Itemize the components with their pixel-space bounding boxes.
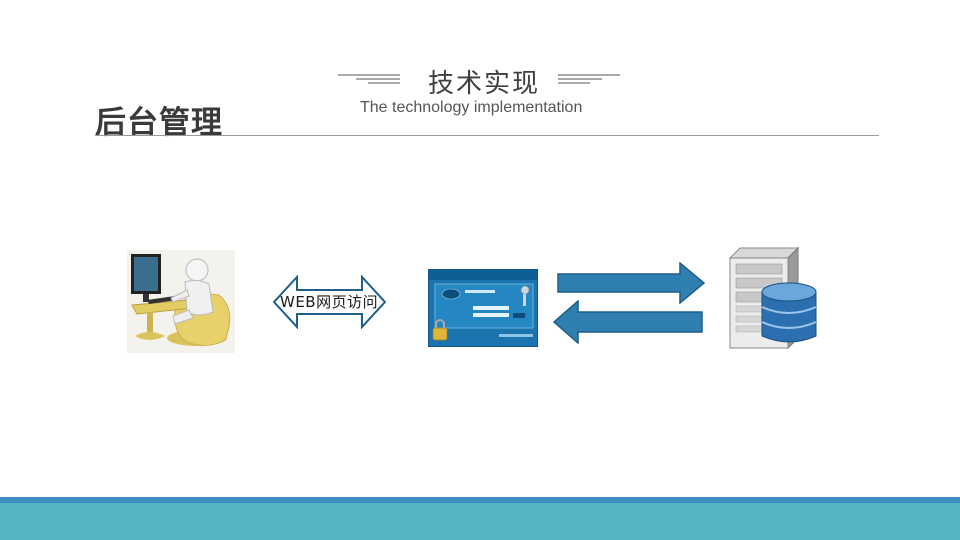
title-decoration-right-icon — [558, 74, 620, 84]
user-at-computer-icon — [127, 250, 235, 353]
arrow-right-icon — [557, 262, 706, 304]
title-decoration-left-icon — [338, 74, 400, 84]
page-subtitle: The technology implementation — [360, 99, 583, 116]
footer-bar — [0, 503, 960, 540]
login-screen-thumbnail — [428, 269, 538, 347]
footer-accent-line — [0, 497, 960, 503]
web-access-double-arrow — [273, 275, 386, 329]
server-database-icon — [728, 246, 817, 350]
arrow-left-icon — [552, 300, 703, 344]
login-screen-image — [429, 270, 537, 346]
web-access-label: WEB网页访问 — [280, 293, 379, 311]
header-divider — [95, 135, 879, 136]
page-title: 技术实现 — [428, 69, 541, 99]
